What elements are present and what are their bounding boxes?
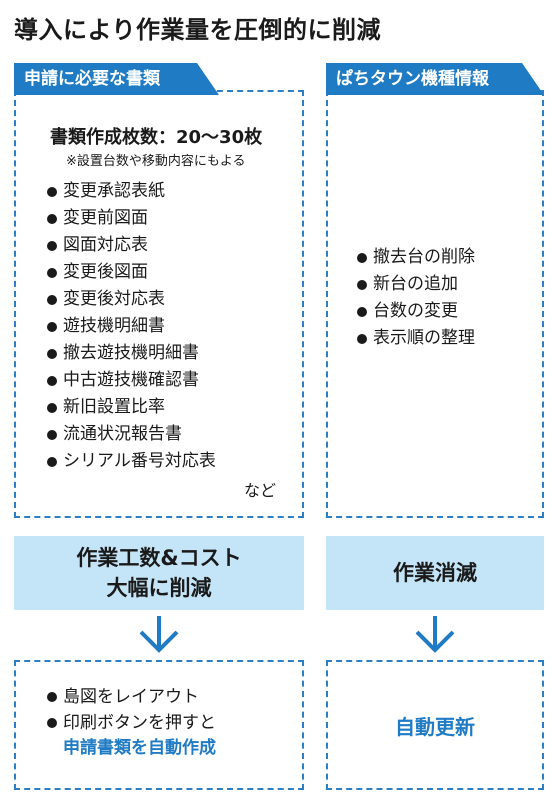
left-result-band: 作業工数&コスト 大幅に削減 [14, 536, 304, 610]
list-item: 台数の変更 [356, 298, 475, 325]
list-item: 撤去遊技機明細書 [46, 340, 216, 367]
list-item: 遊技機明細書 [46, 313, 216, 340]
left-result-line2: 大幅に削減 [106, 576, 212, 600]
document-count-note: ※設置台数や移動内容にもよる [66, 154, 246, 169]
list-item: 変更前図面 [46, 205, 216, 232]
etc-label: など [244, 481, 277, 500]
auto-create-box [14, 660, 304, 790]
auto-create-highlight: 申請書類を自動作成 [63, 738, 216, 758]
list-item: 撤去台の削除 [356, 244, 475, 271]
auto-update-label: 自動更新 [395, 714, 475, 739]
list-item: 島図をレイアウト [46, 684, 216, 710]
list-item: 新台の追加 [356, 271, 475, 298]
right-result-label: 作業消滅 [393, 561, 477, 585]
required-documents-list: 変更承認表紙 変更前図面 図面対応表 変更後図面 変更後対応表 遊技機明細書 撤… [46, 178, 216, 475]
list-item: 印刷ボタンを押すと [46, 710, 216, 736]
page-title: 導入により作業量を圧倒的に削減 [14, 16, 382, 44]
list-item: 図面対応表 [46, 232, 216, 259]
list-item: 流通状況報告書 [46, 421, 216, 448]
list-item: 変更後図面 [46, 259, 216, 286]
required-documents-tab: 申請に必要な書類 [14, 63, 219, 95]
list-item: 中古遊技機確認書 [46, 367, 216, 394]
list-item: 表示順の整理 [356, 325, 475, 352]
auto-update-box [326, 660, 544, 790]
auto-create-list: 島図をレイアウト 印刷ボタンを押すと [46, 684, 216, 736]
down-arrow-icon [415, 616, 455, 653]
down-arrow-icon [139, 616, 179, 653]
pachitown-info-list: 撤去台の削除 新台の追加 台数の変更 表示順の整理 [356, 244, 475, 352]
left-result-line1: 作業工数&コスト [76, 546, 242, 570]
document-count-title: 書類作成枚数：20〜30枚 [50, 127, 263, 148]
pachitown-info-tab: ぱちタウン機種情報 [326, 63, 544, 95]
list-item: 新旧設置比率 [46, 394, 216, 421]
list-item: 変更承認表紙 [46, 178, 216, 205]
right-result-band: 作業消滅 [326, 536, 544, 610]
list-item: シリアル番号対応表 [46, 448, 216, 475]
list-item: 変更後対応表 [46, 286, 216, 313]
